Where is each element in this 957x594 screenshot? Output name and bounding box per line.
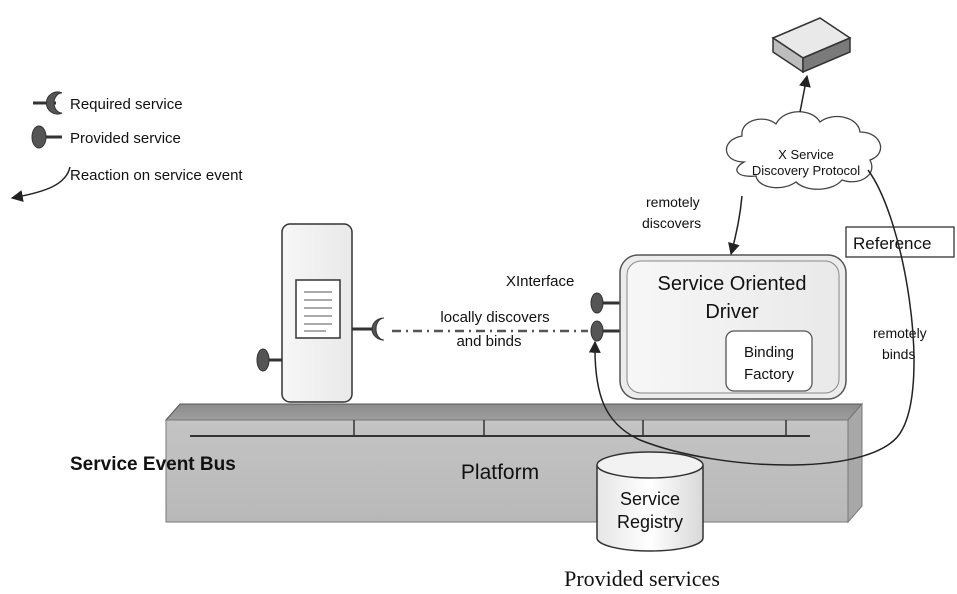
xinterface-provided-service-icon-top <box>590 292 620 314</box>
binding-factory-box: Binding Factory <box>725 330 813 392</box>
platform-slab: Service Event Bus Platform <box>70 402 864 524</box>
driver-title-line2: Driver <box>705 301 759 323</box>
provided-services-caption: Provided services <box>564 566 720 591</box>
client-bundle <box>256 223 385 403</box>
discovery-protocol-cloud: X Service Discovery Protocol <box>725 111 882 190</box>
remotely-binds-label-line1: remotely <box>873 325 927 341</box>
legend-reaction-label: Reaction on service event <box>70 167 243 184</box>
reference-label: Reference <box>853 234 931 253</box>
cloud-label-line2: Discovery Protocol <box>752 163 860 178</box>
registry-label-line2: Registry <box>617 512 683 532</box>
remotely-binds-curve <box>588 169 915 466</box>
remotely-discovers-arrow <box>728 195 743 256</box>
client-provided-service-icon <box>256 348 282 372</box>
driver-title-line1: Service Oriented <box>658 273 807 295</box>
cloud-label-line1: X Service <box>778 147 834 162</box>
legend: Required service Provided service Reacti… <box>10 91 243 202</box>
binding-factory-line1: Binding <box>744 344 794 361</box>
required-service-icon <box>33 91 63 115</box>
remotely-binds-label-line2: binds <box>882 346 915 362</box>
remotely-discovers-label-line1: remotely <box>646 194 700 210</box>
xinterface-label: XInterface <box>506 273 574 290</box>
cloud-to-server-arrow <box>799 74 811 113</box>
and-binds-label: and binds <box>456 333 521 350</box>
reaction-arrow-icon <box>10 166 71 202</box>
service-registry-cylinder: Service Registry <box>596 451 704 552</box>
legend-provided-label: Provided service <box>70 130 181 147</box>
legend-required-label: Required service <box>70 96 183 113</box>
client-required-service-icon <box>352 317 385 341</box>
service-event-bus-line <box>190 420 810 437</box>
service-event-bus-label: Service Event Bus <box>70 454 236 475</box>
platform-label: Platform <box>461 461 539 484</box>
xinterface-provided-service-icon-bottom <box>590 320 620 342</box>
remote-server-icon <box>771 17 852 74</box>
provided-service-icon <box>31 125 62 149</box>
document-icon <box>295 279 341 339</box>
remotely-discovers-label-line2: discovers <box>642 215 701 231</box>
service-oriented-driver: Service Oriented Driver Binding Factory <box>619 254 847 400</box>
registry-label-line1: Service <box>620 489 680 509</box>
locally-discovers-label: locally discovers <box>440 309 549 326</box>
binding-factory-line2: Factory <box>744 366 795 383</box>
